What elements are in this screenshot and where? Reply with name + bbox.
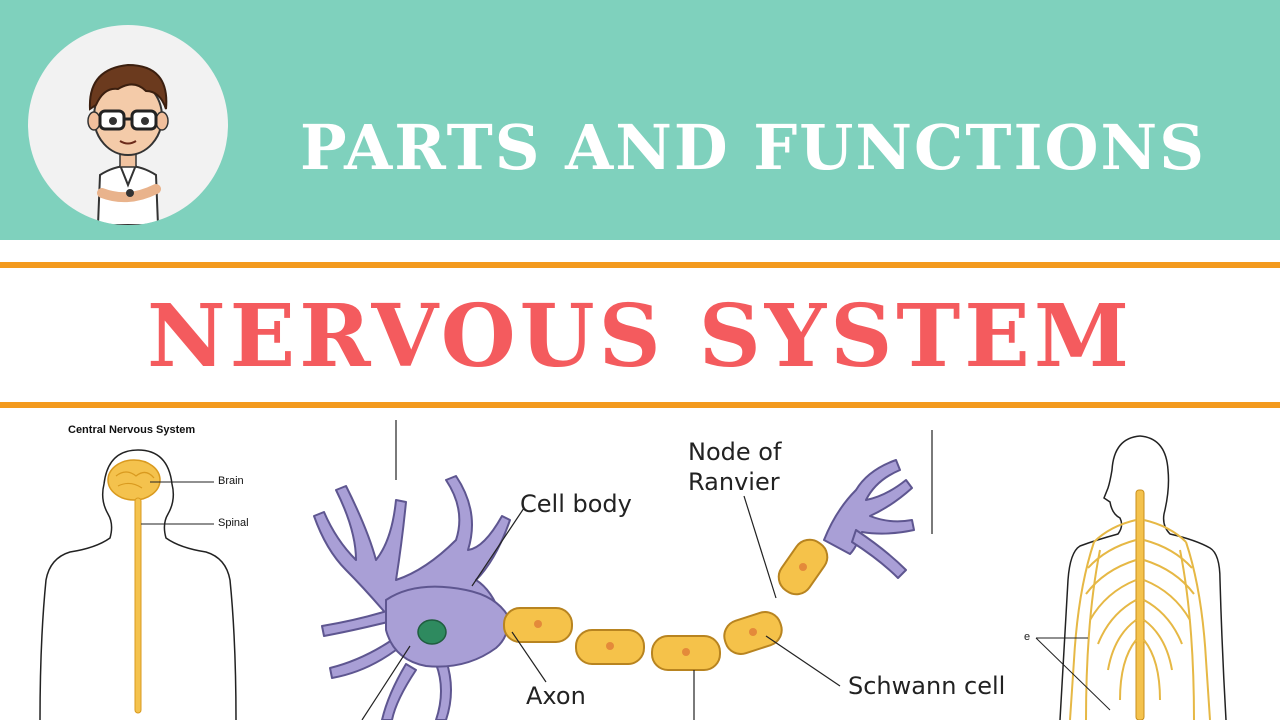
subtitle: PARTS AND FUNCTIONS: [300, 111, 1206, 184]
label-schwann-cell: Schwann cell: [848, 672, 1006, 700]
bottom-divider: [0, 402, 1280, 408]
cns-diagram: [39, 449, 237, 720]
cns-label-spinal: Spinal: [218, 517, 249, 529]
top-divider: [0, 262, 1280, 268]
cartoon-teacher-avatar-icon: [87, 63, 169, 225]
label-node-of-ranvier-line2: Ranvier: [688, 468, 780, 496]
label-axon: Axon: [526, 682, 586, 710]
cns-label-brain: Brain: [218, 475, 244, 487]
pns-partial-label: e: [1024, 631, 1031, 643]
page-title: NERVOUS SYSTEM: [146, 286, 1134, 387]
label-cell-body: Cell body: [520, 490, 632, 518]
label-node-of-ranvier-line1: Node of: [688, 438, 782, 466]
cns-diagram-title: Central Nervous System: [68, 424, 196, 436]
neuron-diagram: [313, 420, 933, 720]
pns-diagram: [1035, 435, 1227, 720]
avatar: [28, 25, 228, 225]
